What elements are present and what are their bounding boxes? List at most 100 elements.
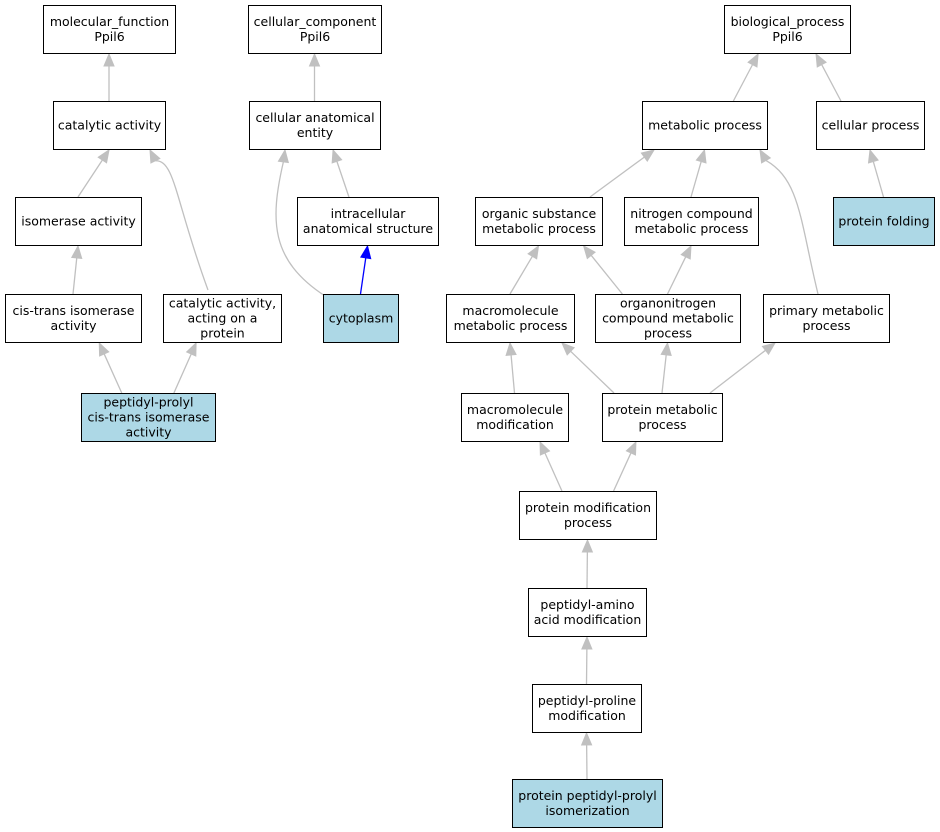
edge-organic-substance-metabolic-process-to-metabolic-process [589,156,645,198]
node-label-line: process [802,318,850,333]
node-box [81,393,216,442]
node-label-line: process [638,417,686,432]
node-box [602,393,723,442]
node-label-line: acting on a [188,311,258,326]
node-box [595,294,741,343]
node-box [53,101,166,150]
node-label-line: cytoplasm [329,311,394,326]
node-label-line: organic substance [482,206,597,221]
node-label-line: anatomical structure [303,221,433,236]
edge-arrowhead [581,538,594,553]
node-box [248,5,382,54]
edge-arrowhead [561,342,575,356]
node-label-line: process [644,326,692,341]
node-box [624,197,759,246]
edge-macromolecule-modification-to-macromolecule-metabolic-process [510,354,516,394]
node-box [461,393,569,442]
node-label-line: compound metabolic [602,311,734,326]
node-label-line: activity [50,318,97,333]
edge-peptidyl-prolyl-cis-trans-isomerase-activity-to-cis-trans-isomerase-activity [103,353,123,394]
node-label-line: metabolic process [648,118,762,133]
node-box [297,197,439,246]
edge-arrowhead [149,148,161,164]
edges-layer [70,52,885,780]
edge-arrowhead [103,52,115,67]
edge-cis-trans-isomerase-activity-to-isomerase-activity [72,257,78,295]
node-label-line: peptidyl-proline [538,693,637,708]
node-label-line: macromolecule [462,303,558,318]
node-label-line: peptidyl-prolyl [103,395,193,410]
node-box [816,101,925,150]
node-label-line: cellular process [822,118,920,133]
node-box [5,294,142,343]
node-box [163,294,282,343]
edge-arrowhead [761,342,777,356]
node-box [15,197,142,246]
node-label-line: protein modification [525,500,651,515]
edge-cytoplasm-to-intracellular-anatomical-structure [359,257,367,295]
edge-protein-modification-process-to-macromolecule-modification [544,452,563,492]
node-label-line: cellular_component [254,14,377,29]
node-box [323,294,399,343]
node-box [519,491,657,540]
edge-cellular-process-to-biological-process [821,64,842,102]
edge-arrowhead [331,148,343,164]
edge-organonitrogen-compound-metabolic-process-to-nitrogen-compound-metabolic-process [666,256,687,295]
edge-nitrogen-compound-metabolic-process-to-metabolic-process [690,161,702,198]
node-box [763,294,890,343]
node-label-line: nitrogen compound [630,206,752,221]
node-cellular-process[interactable]: cellular process [816,101,925,150]
node-catalytic-activity[interactable]: catalytic activity [53,101,166,150]
node-label-line: protein folding [838,214,929,229]
edge-arrowhead [747,52,759,68]
edge-intracellular-anatomical-structure-to-cellular-anatomical-entity [336,161,350,198]
node-label-line: macromolecule [467,402,563,417]
edge-arrowhead [505,341,517,356]
node-box [249,101,381,150]
node-box [512,779,663,828]
node-label-line: modification [476,417,554,432]
node-box [724,5,851,54]
edge-arrowhead [625,440,637,456]
node-label-line: peptidyl-amino [540,597,634,612]
edge-protein-metabolic-process-to-organonitrogen-compound-metabolic-process [661,354,667,394]
edge-macromolecule-metabolic-process-to-organic-substance-metabolic-process [509,255,533,295]
edge-arrowhead [660,341,672,357]
edge-arrowhead [308,52,321,67]
node-label-line: biological_process [731,14,845,29]
edge-isomerase-activity-to-catalytic-activity [77,159,103,198]
node-cytoplasm[interactable]: cytoplasm [323,294,399,343]
node-label-line: protein metabolic [607,402,717,417]
node-label-line: activity [125,425,172,440]
node-label-line: molecular_function [50,14,169,29]
node-label-line: protein peptidyl-prolyl [518,788,656,803]
edge-protein-metabolic-process-to-macromolecule-metabolic-process [570,350,615,394]
edge-arrowhead [759,148,772,164]
node-label-line: modification [548,708,626,723]
node-label-line: catalytic activity, [169,296,276,311]
node-metabolic-process[interactable]: metabolic process [642,101,768,150]
edge-arrowhead [581,635,593,650]
node-isomerase-activity[interactable]: isomerase activity [15,197,142,246]
node-protein-folding[interactable]: protein folding [833,197,935,246]
node-label-line: cellular anatomical [255,110,374,125]
